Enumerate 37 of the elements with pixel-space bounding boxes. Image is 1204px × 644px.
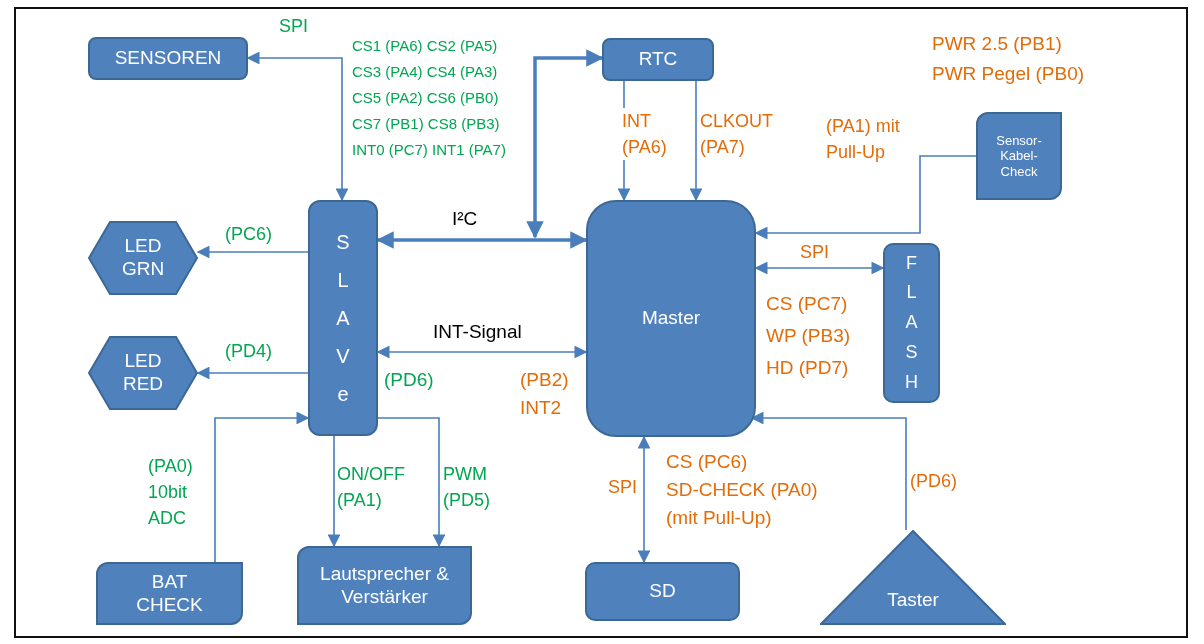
node-label: BAT CHECK — [135, 570, 204, 617]
connector-arrow — [754, 155, 977, 240]
connector-arrow — [327, 435, 341, 548]
sensor-box — [88, 37, 248, 80]
node-label: Taster — [887, 589, 939, 612]
connector-arrow — [246, 51, 349, 202]
connector-arrow — [754, 261, 885, 275]
speaker-box — [297, 546, 472, 625]
connector-arrow — [214, 411, 310, 563]
connector-arrow — [689, 80, 703, 202]
connector-arrow — [196, 245, 309, 259]
rtc-box — [602, 38, 714, 81]
node-label: Master — [641, 307, 701, 330]
controller-box — [308, 200, 378, 436]
battery-check-box — [96, 562, 243, 625]
node-label: RTC — [638, 48, 678, 71]
node-label: SENSOREN — [114, 47, 222, 70]
node-label: SLAVe — [335, 230, 351, 407]
node-label: LED GRN — [120, 235, 166, 281]
led-hexagon — [88, 221, 198, 295]
node-label: FLASH — [904, 251, 919, 394]
node-label: SD — [649, 580, 676, 603]
sensor-check-box — [976, 112, 1062, 200]
node-label: Sensor-Kabel-Check — [995, 132, 1043, 180]
connector-arrow — [526, 49, 604, 239]
node-label: LED RED — [121, 350, 165, 396]
flash-box — [883, 243, 940, 403]
connector-arrow — [196, 366, 309, 380]
led-hexagon — [88, 336, 198, 410]
button-triangle — [820, 530, 1006, 625]
connector-arrow — [377, 417, 446, 548]
connector-arrow — [376, 231, 588, 249]
connector-arrow — [637, 435, 651, 564]
connector-arrow — [376, 345, 588, 359]
sd-card-box — [585, 562, 740, 621]
node-label: Lautsprecher & Verstärker — [319, 562, 450, 609]
master-box — [586, 200, 756, 437]
